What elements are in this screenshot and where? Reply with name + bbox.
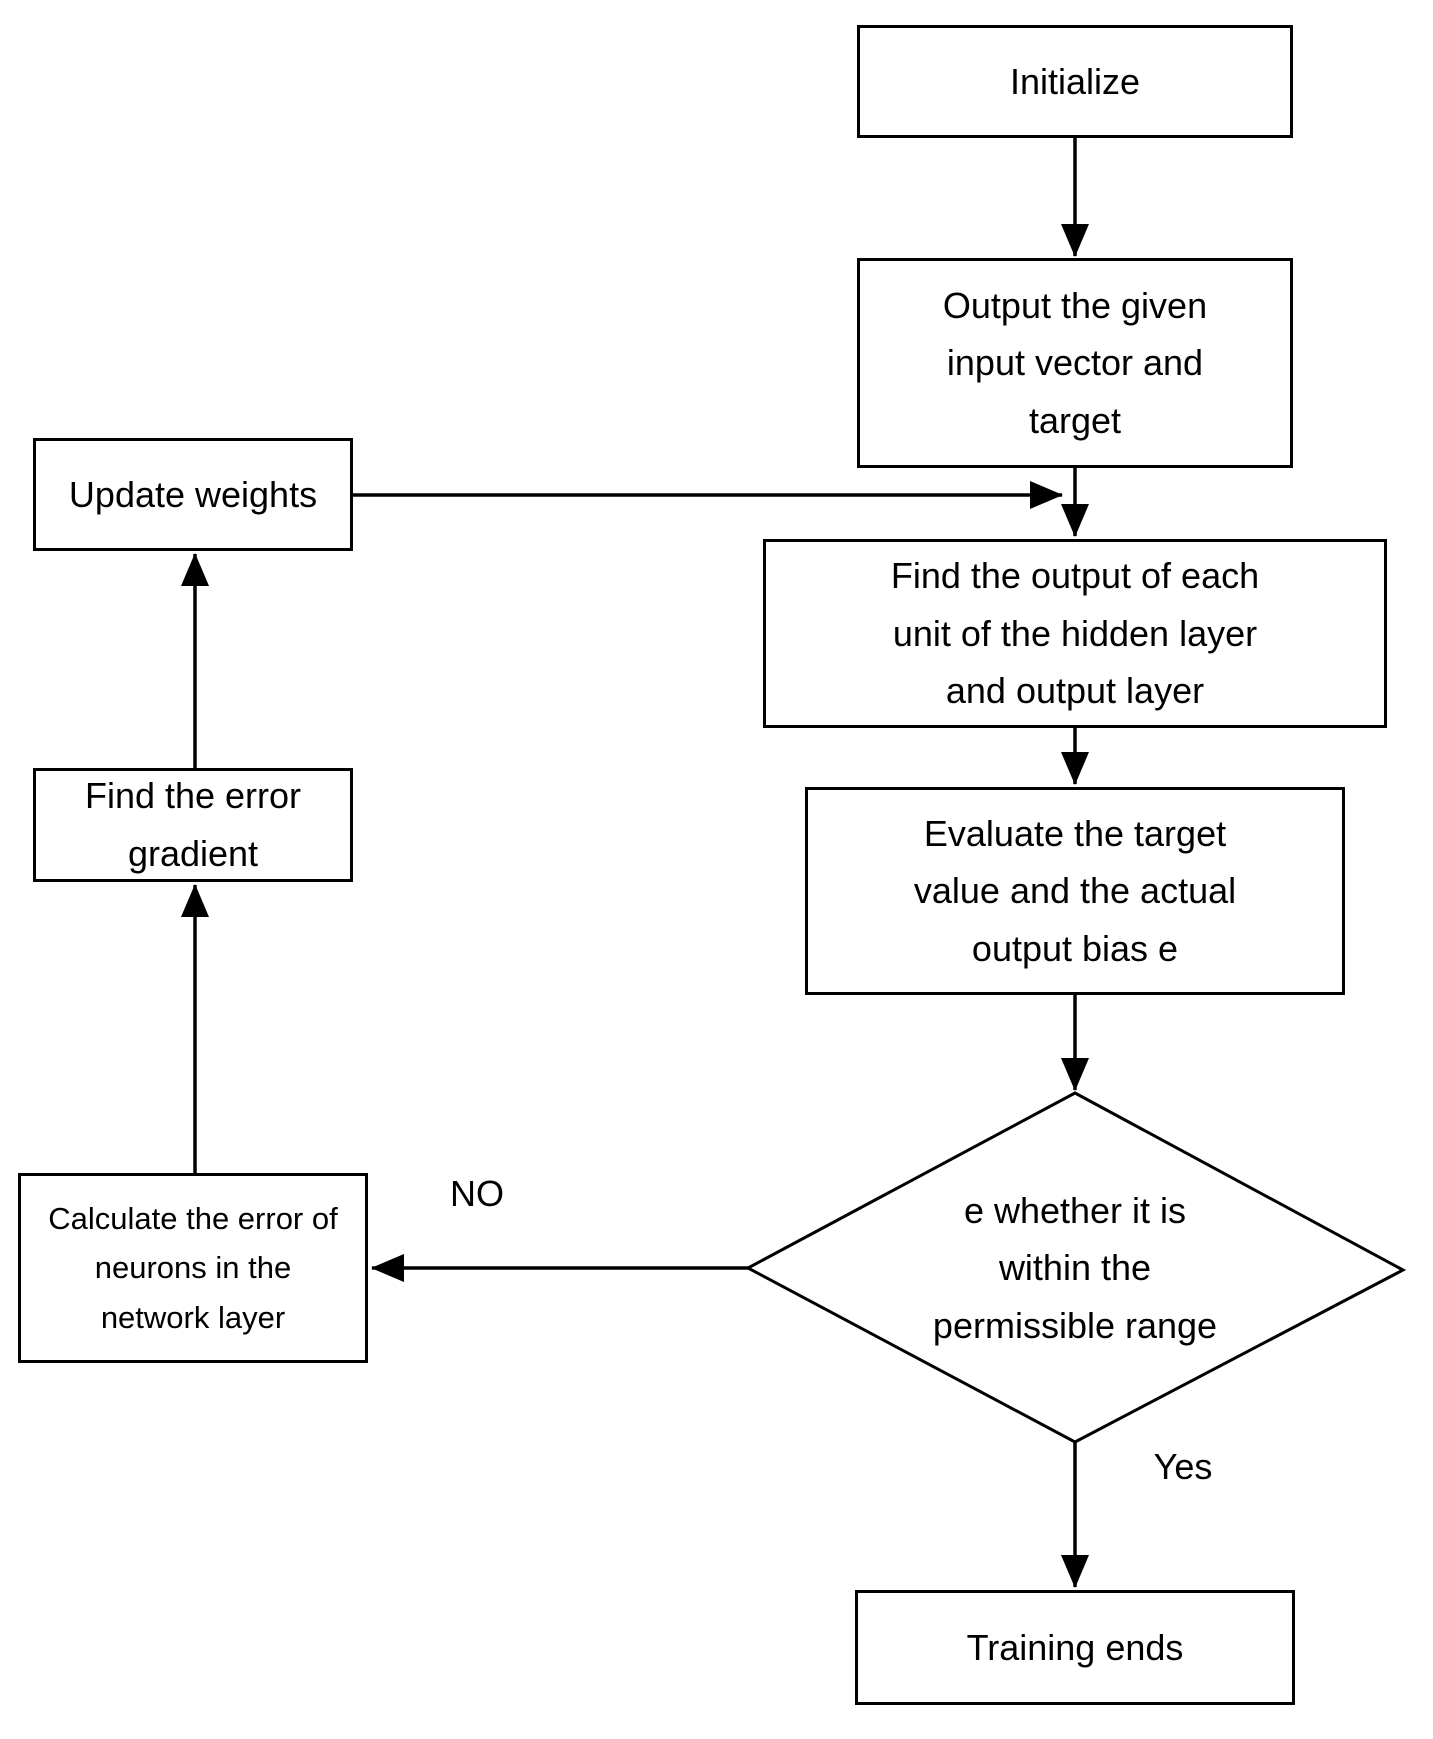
node-find-error-gradient: Find the error gradient	[33, 768, 353, 882]
node-evaluate-output-bias: Evaluate the target value and the actual…	[805, 787, 1345, 995]
edge-label-yes: Yes	[1153, 1446, 1213, 1488]
node-training-ends: Training ends	[855, 1590, 1295, 1705]
node-update-weights: Update weights	[33, 438, 353, 551]
node-calculate-neuron-error: Calculate the error of neurons in the ne…	[18, 1173, 368, 1363]
edge-label-no: NO	[450, 1173, 504, 1215]
node-output-input-vector: Output the given input vector and target	[857, 258, 1293, 468]
node-initialize: Initialize	[857, 25, 1293, 138]
node-find-output-of-units: Find the output of each unit of the hidd…	[763, 539, 1387, 728]
node-decision-label: e whether it is within the permissible r…	[932, 1189, 1218, 1346]
